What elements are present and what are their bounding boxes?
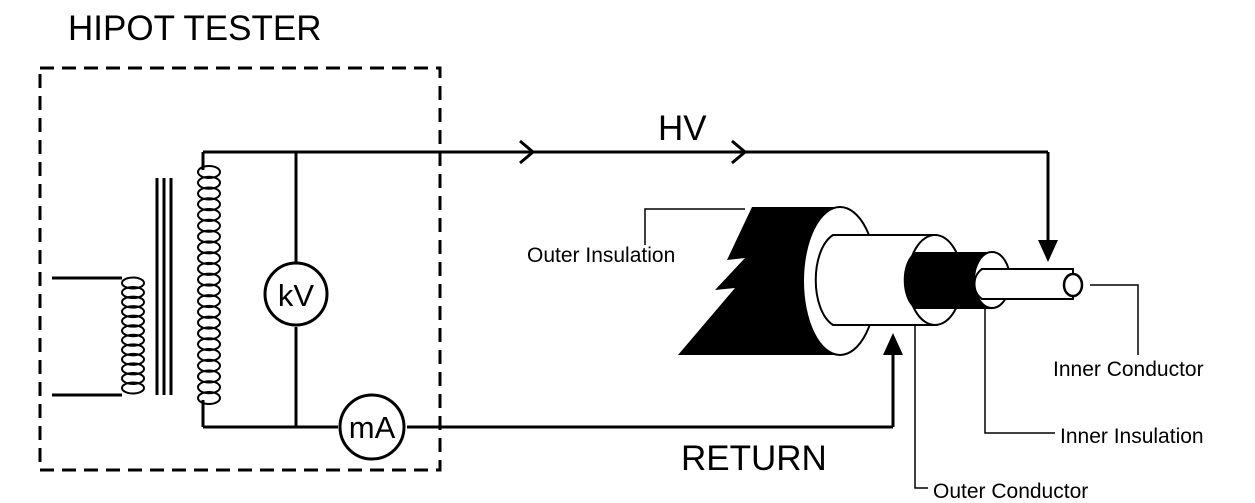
secondary-coil-loop bbox=[197, 347, 221, 362]
secondary-coil-loop bbox=[197, 197, 221, 212]
secondary-coil-loop bbox=[197, 229, 221, 244]
ammeter-label: mA bbox=[349, 410, 396, 445]
secondary-coil-loop bbox=[197, 315, 221, 330]
hv-line bbox=[203, 139, 1058, 262]
primary-coil-loop bbox=[121, 295, 145, 309]
inner-insulation-label: Inner Insulation bbox=[1060, 425, 1204, 448]
primary-coil-loop bbox=[121, 381, 145, 395]
voltmeter-label: kV bbox=[278, 278, 315, 313]
outer-insulation-label: Outer Insulation bbox=[527, 244, 675, 267]
secondary-coil-loop bbox=[197, 165, 221, 179]
primary-coil-loop bbox=[121, 352, 145, 366]
secondary-coil-loop bbox=[197, 391, 221, 405]
primary-coil-loop bbox=[121, 362, 145, 376]
secondary-coil-loop bbox=[197, 272, 221, 287]
secondary-coil-loop bbox=[197, 294, 221, 309]
transformer-core bbox=[155, 178, 173, 395]
inner-insulation-leader bbox=[984, 308, 1055, 434]
primary-coil-loop bbox=[121, 305, 145, 319]
primary-coil-loop bbox=[121, 343, 145, 357]
primary-coil-loop bbox=[121, 371, 145, 385]
ammeter-circle bbox=[338, 393, 406, 461]
secondary-coil-loop bbox=[197, 337, 221, 352]
inner-conductor-label: Inner Conductor bbox=[1053, 358, 1204, 381]
primary-coil-loop bbox=[121, 286, 145, 300]
outer-insulation-leader bbox=[644, 208, 745, 245]
secondary-coil-loop bbox=[197, 261, 221, 276]
return-line bbox=[203, 333, 903, 429]
voltmeter-circle bbox=[263, 261, 329, 327]
secondary-coil-loop bbox=[197, 251, 221, 266]
primary-coil-loop bbox=[121, 324, 145, 338]
outer-insulation-jacket bbox=[678, 207, 840, 355]
tester-enclosure bbox=[38, 66, 442, 472]
primary-coil-loop bbox=[121, 314, 145, 328]
primary-coil bbox=[52, 276, 145, 397]
secondary-coil-loop bbox=[197, 240, 221, 255]
return-label: RETURN bbox=[681, 439, 827, 478]
secondary-coil-loop bbox=[197, 218, 221, 233]
primary-coil-loop bbox=[121, 276, 145, 290]
secondary-coil bbox=[197, 152, 221, 427]
secondary-coil-loop bbox=[197, 326, 221, 341]
secondary-coil-loop bbox=[197, 175, 221, 190]
secondary-coil-loop bbox=[197, 283, 221, 298]
primary-coil-loop bbox=[121, 333, 145, 347]
secondary-coil-loop bbox=[197, 358, 221, 373]
outer-conductor-leader bbox=[914, 325, 928, 489]
secondary-coil-loop bbox=[197, 186, 221, 201]
secondary-coil-loop bbox=[197, 304, 221, 319]
outer-conductor-label: Outer Conductor bbox=[933, 480, 1088, 503]
hv-label: HV bbox=[658, 109, 707, 148]
secondary-coil-loop bbox=[197, 380, 221, 395]
secondary-coil-loop bbox=[197, 369, 221, 384]
diagram-title: HIPOT TESTER bbox=[68, 9, 321, 48]
coaxial-cable bbox=[678, 206, 1084, 356]
inner-insulation-core bbox=[903, 252, 992, 309]
secondary-coil-loop bbox=[197, 208, 221, 223]
inner-conductor-rod bbox=[973, 268, 1074, 300]
inner-conductor-leader bbox=[1090, 284, 1139, 355]
